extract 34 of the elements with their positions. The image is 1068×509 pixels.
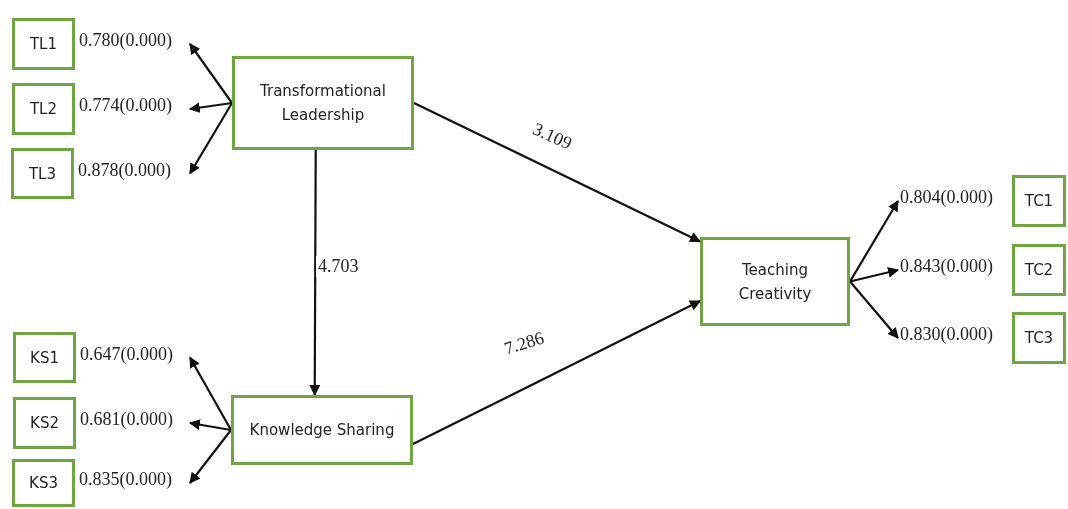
loading-value: 0.878(0.000) [78,159,171,181]
arrow [189,356,232,431]
arrow [849,266,900,283]
arrow [309,150,321,397]
construct-box: Transformational Leadership [232,56,414,150]
loading-value: 0.780(0.000) [79,30,172,52]
loading-value: 0.681(0.000) [80,409,173,431]
loading-value: 0.830(0.000) [900,324,993,346]
loading-value: 0.843(0.000) [900,256,993,278]
construct-box: Knowledge Sharing [231,395,413,465]
indicator-box: KS3 [12,459,75,507]
loading-value: 0.804(0.000) [900,187,993,209]
indicator-box: TL2 [12,83,75,135]
indicator-box: TL3 [11,148,74,199]
arrow [188,101,233,114]
loading-value: 0.647(0.000) [80,343,173,365]
arrow [188,419,232,432]
arrow [413,102,701,243]
path-coefficient: 4.703 [316,256,361,277]
arrow [849,280,899,339]
loading-value: 0.835(0.000) [79,469,172,491]
indicator-box: KS2 [13,397,76,449]
indicator-box: TL1 [12,18,75,70]
arrow [189,429,232,484]
arrow [189,102,233,175]
indicator-box: TC3 [1012,312,1066,364]
loading-value: 0.774(0.000) [79,95,172,117]
arrow [189,43,233,104]
construct-box: Teaching Creativity [700,237,850,326]
indicator-box: TC1 [1012,175,1066,227]
indicator-box: TC2 [1012,244,1066,296]
arrow [412,300,701,445]
arrow [849,200,899,283]
indicator-box: KS1 [13,332,76,383]
